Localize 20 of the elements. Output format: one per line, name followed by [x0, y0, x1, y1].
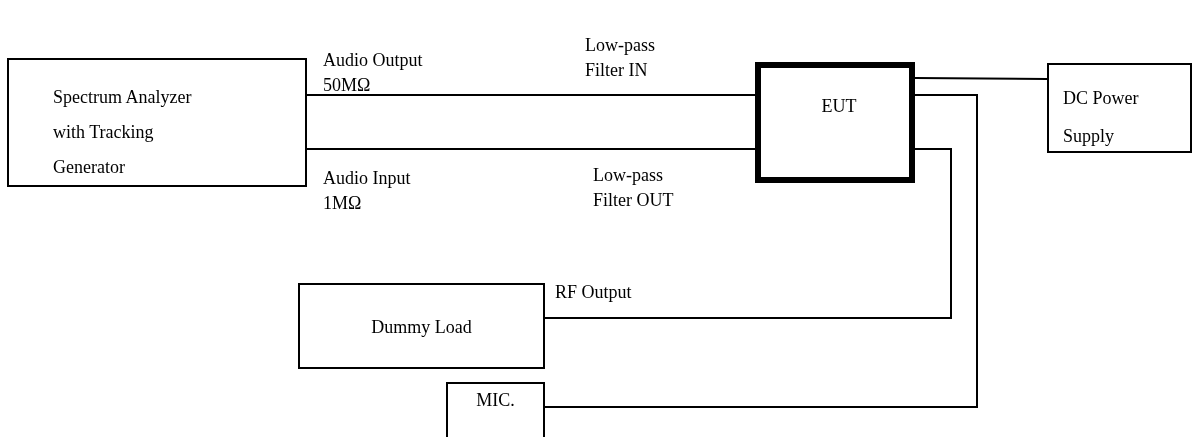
device-box — [755, 62, 915, 183]
connector-line — [306, 94, 756, 96]
node-label: EUT — [820, 95, 858, 118]
node-label: Spectrum Analyzer with Tracking Generator — [53, 86, 193, 179]
port-label: Audio Output 50MΩ — [323, 49, 424, 97]
power-supply-box — [1047, 63, 1192, 153]
connector-line — [914, 77, 1048, 80]
load-box — [298, 283, 545, 369]
instrument-box — [7, 58, 307, 187]
microphone-box — [446, 382, 545, 437]
port-label: Low-pass Filter OUT — [593, 164, 675, 212]
connector-line — [544, 94, 978, 408]
port-label: RF Output — [555, 281, 633, 304]
node-label: MIC. — [475, 389, 516, 412]
connector-line — [306, 148, 756, 150]
port-label: Low-pass Filter IN — [585, 34, 656, 82]
node-label: DC Power Supply — [1063, 87, 1140, 148]
port-label: Audio Input 1MΩ — [323, 167, 412, 215]
node-label: Dummy Load — [370, 316, 473, 339]
connector-line — [544, 148, 952, 319]
